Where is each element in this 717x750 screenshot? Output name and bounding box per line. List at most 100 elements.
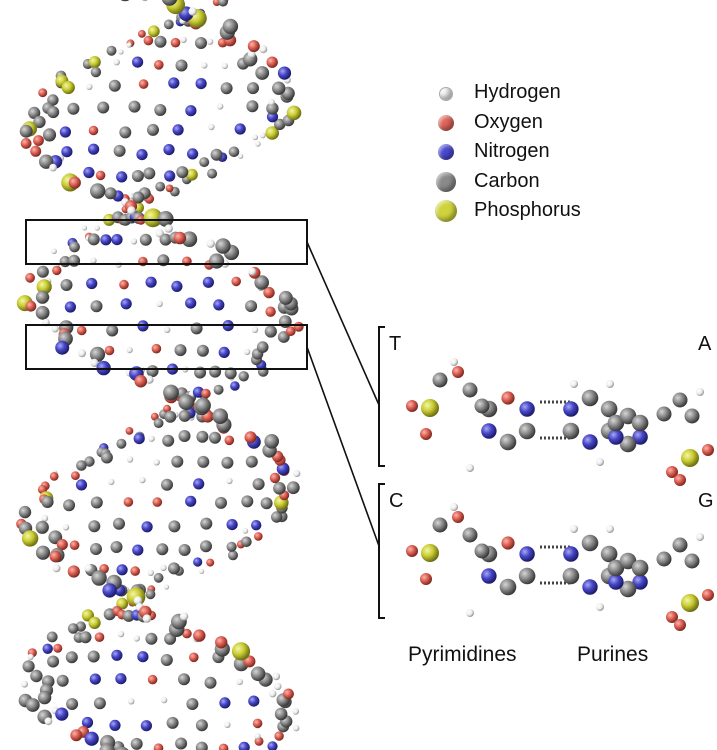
- atom-c: [631, 414, 649, 432]
- atom-h: [94, 225, 100, 231]
- atom-p: [88, 56, 101, 69]
- atom-c: [672, 392, 688, 408]
- atom-p: [147, 25, 160, 38]
- atom-h: [118, 49, 124, 55]
- atom-o: [215, 636, 228, 649]
- atom-c: [42, 128, 57, 142]
- atom-n: [608, 574, 624, 590]
- atom-h: [274, 682, 282, 691]
- atom-c: [113, 144, 126, 157]
- atom-o: [125, 427, 134, 435]
- atom-h: [44, 717, 53, 726]
- atom-n: [86, 277, 98, 290]
- atom-c: [266, 102, 279, 115]
- atom-h: [237, 153, 244, 159]
- atom-c: [163, 384, 179, 401]
- atom-o: [244, 431, 257, 444]
- atom-o: [452, 511, 464, 523]
- atom-n: [267, 741, 278, 750]
- atom-p: [61, 80, 75, 95]
- atom-h: [126, 346, 133, 354]
- atom-h: [199, 568, 205, 575]
- atom-o: [104, 345, 115, 356]
- atom-o: [247, 40, 260, 53]
- atom-n: [59, 126, 71, 138]
- atom-n: [55, 340, 70, 355]
- atom-n: [226, 519, 238, 531]
- atom-n: [115, 673, 127, 685]
- atom-n: [563, 401, 579, 417]
- atom-n: [632, 429, 648, 445]
- atom-h: [126, 42, 132, 48]
- atom-c: [619, 407, 637, 425]
- atom-o: [67, 565, 80, 578]
- atom-h: [139, 476, 146, 484]
- atom-o: [189, 652, 199, 663]
- atom-n: [251, 520, 262, 531]
- atom-c: [175, 59, 188, 72]
- atom-n: [100, 234, 112, 246]
- atom-h: [145, 375, 154, 384]
- atom-c: [28, 106, 41, 119]
- atom-h: [126, 456, 134, 463]
- atom-c: [250, 666, 266, 682]
- highlight-box-bottom: [25, 324, 308, 370]
- atom-n: [132, 56, 144, 68]
- atom-p: [231, 642, 251, 661]
- atom-c: [162, 434, 175, 447]
- atom-c: [224, 367, 237, 380]
- atom-n: [185, 105, 197, 117]
- atom-o: [285, 326, 296, 337]
- atom-o: [224, 435, 235, 446]
- atom-c: [220, 82, 233, 95]
- atom-c: [100, 451, 113, 464]
- atom-c: [106, 324, 119, 337]
- atom-h: [606, 525, 614, 533]
- atom-n: [266, 111, 279, 123]
- atom-c: [139, 233, 152, 246]
- atom-n: [84, 731, 99, 746]
- atom-c: [195, 719, 208, 732]
- atom-p: [88, 616, 101, 630]
- atom-c: [87, 650, 100, 663]
- atom-c: [131, 170, 144, 182]
- atom-n: [563, 546, 579, 562]
- atom-o: [68, 176, 81, 189]
- pyrimidines-label: Pyrimidines: [408, 643, 517, 666]
- atom-c: [156, 543, 169, 556]
- legend-label: Phosphorus: [474, 199, 581, 221]
- helix-atoms: [16, 0, 304, 750]
- base-pair-atoms: [406, 358, 714, 631]
- atom-h: [127, 206, 136, 215]
- atom-n: [61, 146, 73, 158]
- atom-h: [570, 380, 578, 388]
- atom-p: [286, 105, 302, 121]
- atom-c: [684, 408, 700, 424]
- atom-c: [213, 384, 224, 395]
- atom-o: [182, 628, 192, 639]
- atom-o: [283, 688, 294, 700]
- callout-line-top: [306, 241, 380, 406]
- atom-h: [272, 672, 281, 681]
- atom-h: [248, 267, 257, 276]
- atom-h: [90, 257, 97, 264]
- atom-h: [148, 435, 155, 442]
- atom-o: [152, 497, 163, 507]
- atom-c: [37, 690, 52, 705]
- atom-c: [110, 541, 123, 553]
- atom-n: [608, 429, 624, 445]
- atom-n: [193, 478, 205, 490]
- atom-c: [499, 578, 517, 596]
- atom-h: [251, 326, 259, 333]
- atom-c: [18, 505, 32, 519]
- atom-c: [462, 527, 478, 543]
- atom-c: [209, 431, 221, 444]
- atom-o: [231, 276, 241, 287]
- atom-c: [264, 434, 280, 449]
- atom-c: [178, 409, 191, 422]
- atom-p: [681, 594, 699, 612]
- atom-c: [90, 543, 102, 555]
- atom-o: [33, 135, 44, 146]
- atom-p: [21, 530, 39, 547]
